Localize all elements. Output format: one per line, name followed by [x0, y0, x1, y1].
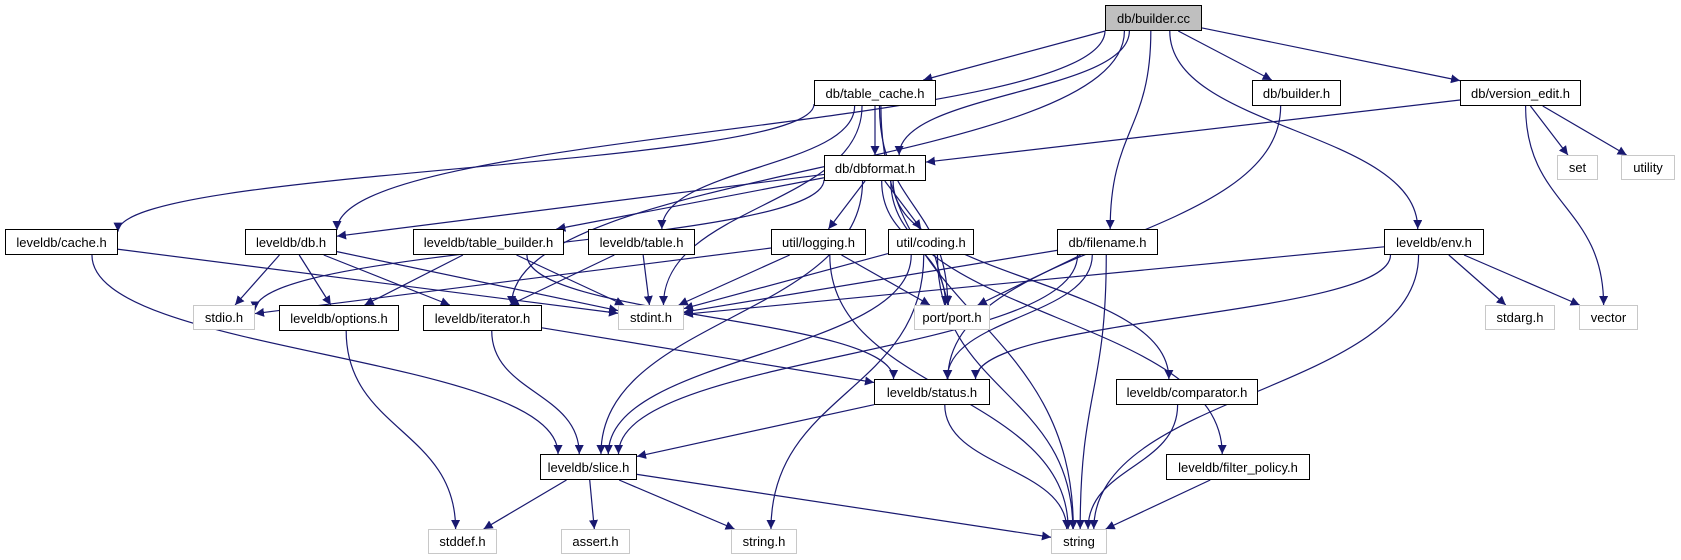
edge-table-cache-to-stdint: [658, 105, 863, 306]
node-stddef[interactable]: stddef.h: [428, 529, 497, 554]
node-stdio[interactable]: stdio.h: [193, 305, 255, 330]
node-slice[interactable]: leveldb/slice.h: [540, 454, 637, 480]
node-stdarg[interactable]: stdarg.h: [1485, 305, 1555, 330]
edge-table-cache-to-table: [657, 105, 856, 230]
edge-options-to-stddef: [345, 330, 461, 530]
node-string[interactable]: string: [1051, 529, 1107, 554]
edge-comparator-to-string: [1083, 404, 1179, 530]
edge-env-to-status: [971, 254, 1392, 380]
node-options[interactable]: leveldb/options.h: [279, 305, 399, 331]
node-string-h[interactable]: string.h: [731, 529, 797, 554]
edge-filename-to-string: [1075, 254, 1107, 530]
edge-root-to-db: [332, 30, 1106, 231]
edge-iterator-to-slice: [491, 330, 584, 455]
edge-root-to-env: [1169, 30, 1423, 230]
edge-slice-to-assert: [589, 479, 598, 530]
edge-root-to-filename: [1105, 30, 1152, 230]
node-dbformat[interactable]: db/dbformat.h: [824, 155, 926, 181]
edge-dbformat-to-table-builder: [556, 177, 825, 232]
edge-table-builder-to-status: [526, 254, 899, 380]
edge-env-to-stdarg: [1448, 254, 1507, 306]
edge-version-edit-to-vector: [1525, 105, 1609, 306]
edge-root-to-dbformat: [894, 30, 1130, 156]
node-builder-h[interactable]: db/builder.h: [1252, 80, 1341, 106]
edge-env-to-vector: [1463, 254, 1580, 306]
node-db[interactable]: leveldb/db.h: [245, 229, 337, 255]
node-filename[interactable]: db/filename.h: [1057, 229, 1158, 255]
edge-dbformat-to-logging: [827, 180, 866, 230]
edge-root-to-iterator: [507, 30, 1126, 306]
node-comparator[interactable]: leveldb/comparator.h: [1116, 379, 1258, 405]
edge-slice-to-string-h: [618, 479, 735, 530]
edge-cache-to-slice: [91, 254, 563, 455]
node-table-builder[interactable]: leveldb/table_builder.h: [413, 229, 564, 255]
edge-table-builder-to-options: [364, 254, 464, 306]
edge-filter-policy-to-string: [1105, 479, 1211, 530]
edge-coding-to-string: [936, 254, 1078, 530]
node-stdint[interactable]: stdint.h: [618, 305, 684, 330]
node-port[interactable]: port/port.h: [914, 305, 990, 330]
edge-db-to-iterator: [323, 254, 450, 306]
edge-slice-to-stddef: [483, 479, 567, 530]
edge-filename-to-stdint: [683, 249, 1058, 316]
edge-logging-to-stdint: [678, 254, 790, 306]
edge-coding-to-string-h: [766, 254, 925, 530]
edge-version-edit-to-dbformat: [925, 99, 1461, 166]
node-cache[interactable]: leveldb/cache.h: [5, 229, 118, 255]
edge-iterator-to-status: [541, 327, 875, 386]
node-set[interactable]: set: [1557, 155, 1598, 180]
edge-root-to-table-cache: [923, 30, 1106, 83]
node-utility[interactable]: utility: [1621, 155, 1675, 180]
edge-status-to-string: [944, 404, 1072, 530]
edge-root-to-builder-h: [1178, 30, 1272, 81]
edge-db-to-stdio: [234, 254, 280, 306]
edge-table-cache-to-port: [878, 105, 953, 306]
node-logging[interactable]: util/logging.h: [771, 229, 866, 255]
node-iterator[interactable]: leveldb/iterator.h: [423, 305, 542, 331]
edge-filename-to-port: [977, 254, 1081, 306]
edge-coding-to-slice: [603, 254, 912, 455]
edge-status-to-slice: [636, 404, 875, 459]
node-table[interactable]: leveldb/table.h: [588, 229, 695, 255]
edge-slice-to-string: [636, 473, 1052, 541]
edge-version-edit-to-utility: [1542, 105, 1627, 156]
edge-logging-to-stdio: [254, 247, 772, 317]
node-status[interactable]: leveldb/status.h: [874, 379, 990, 405]
edge-root-to-version-edit: [1201, 27, 1461, 84]
edge-dbformat-to-comparator: [892, 180, 1174, 380]
edge-table-cache-to-cache: [113, 104, 815, 232]
edge-version-edit-to-set: [1529, 105, 1569, 156]
node-vector[interactable]: vector: [1579, 305, 1638, 330]
node-root[interactable]: db/builder.cc: [1105, 5, 1202, 31]
node-version-edit[interactable]: db/version_edit.h: [1460, 80, 1581, 106]
edge-table-builder-to-stdint: [516, 254, 625, 306]
node-filter-policy[interactable]: leveldb/filter_policy.h: [1166, 454, 1310, 480]
node-table-cache[interactable]: db/table_cache.h: [814, 80, 936, 106]
edge-coding-to-port: [934, 254, 951, 306]
node-assert[interactable]: assert.h: [561, 529, 630, 554]
node-env[interactable]: leveldb/env.h: [1384, 229, 1484, 255]
edge-table-to-stdint: [642, 254, 653, 306]
edge-coding-to-stdint: [683, 253, 889, 311]
edge-cache-to-stdint: [117, 248, 619, 317]
node-coding[interactable]: util/coding.h: [888, 229, 974, 255]
edge-dbformat-to-db: [336, 173, 825, 240]
edge-logging-to-port: [841, 254, 931, 306]
edge-env-to-stdint: [683, 246, 1385, 318]
edge-db-to-options: [298, 254, 332, 306]
edge-table-to-iterator: [509, 254, 615, 306]
edge-filename-to-slice: [614, 254, 1079, 455]
edge-db-to-stdint: [336, 251, 619, 314]
